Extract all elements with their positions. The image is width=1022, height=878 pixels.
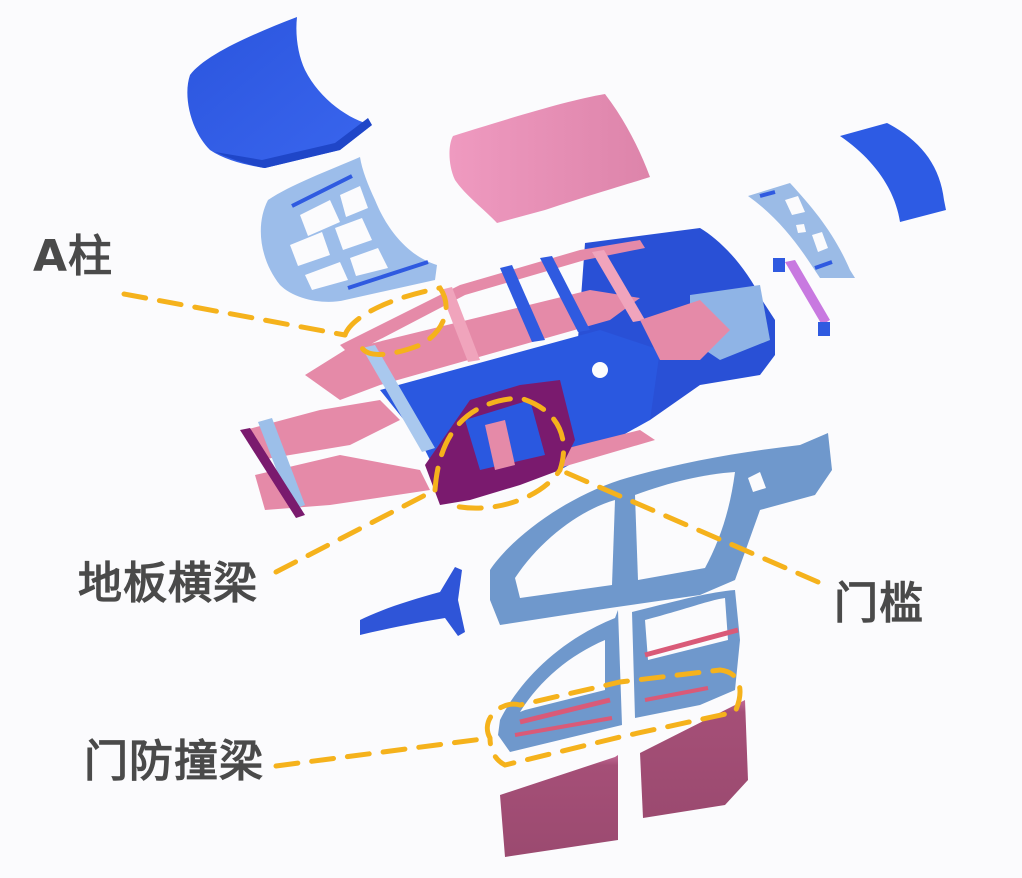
body-in-white-frame [240, 228, 775, 518]
rear-bumper-beam [773, 258, 830, 336]
floor-crossmember-outline [432, 395, 567, 511]
a-pillar-label: A柱 [33, 231, 114, 282]
door-impact-beam-outline [484, 667, 743, 768]
door-sill-leader [557, 467, 821, 585]
front-door-inner [498, 610, 622, 752]
rear-door-outer [640, 700, 748, 818]
a-pillar-leader [121, 291, 348, 338]
floor-crossmember-label: 地板横梁 [78, 558, 258, 609]
hood-inner-panel [260, 157, 437, 302]
door-sill-label: 门槛 [834, 578, 924, 629]
callout-leader-lines [121, 285, 821, 769]
front-fender [360, 567, 465, 636]
trunk-lid-inner-panel [748, 183, 855, 278]
rear-door-inner [632, 590, 740, 718]
hood-outer-panel [187, 17, 372, 168]
door-impact-beam-leader [273, 735, 493, 769]
floor-crossmember-leader [273, 487, 438, 575]
door-impact-beam-label: 门防撞梁 [84, 736, 264, 787]
front-door-outer [500, 755, 618, 857]
trunk-lid-outer-panel [840, 123, 946, 222]
roof-panel [449, 94, 650, 223]
